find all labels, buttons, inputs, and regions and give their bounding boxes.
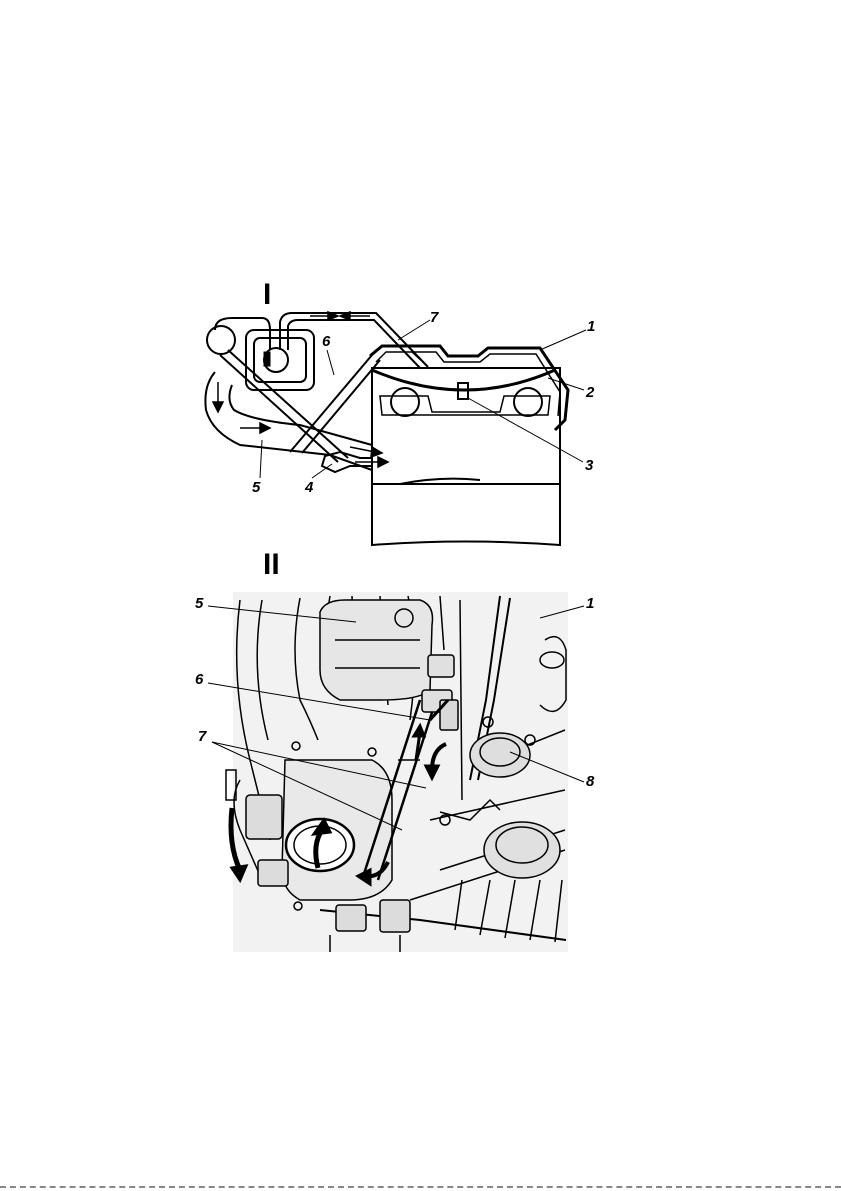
callout-1-6: 6: [322, 334, 330, 349]
callout-1-1: 1: [587, 319, 595, 334]
callout-2-1: 1: [586, 596, 594, 611]
panel-2-label: II: [263, 550, 280, 580]
callout-1-7: 7: [430, 310, 438, 325]
callout-2-8: 8: [586, 774, 594, 789]
callout-2-7: 7: [198, 729, 206, 744]
panel-2-engine-photo: [208, 592, 584, 952]
callout-1-4: 4: [305, 480, 313, 495]
callout-2-5: 5: [195, 596, 203, 611]
callout-1-5: 5: [252, 480, 260, 495]
callout-2-6: 6: [195, 672, 203, 687]
callout-1-3: 3: [585, 458, 593, 473]
page-bottom-rule: [0, 1186, 841, 1188]
callout-1-2: 2: [586, 385, 594, 400]
